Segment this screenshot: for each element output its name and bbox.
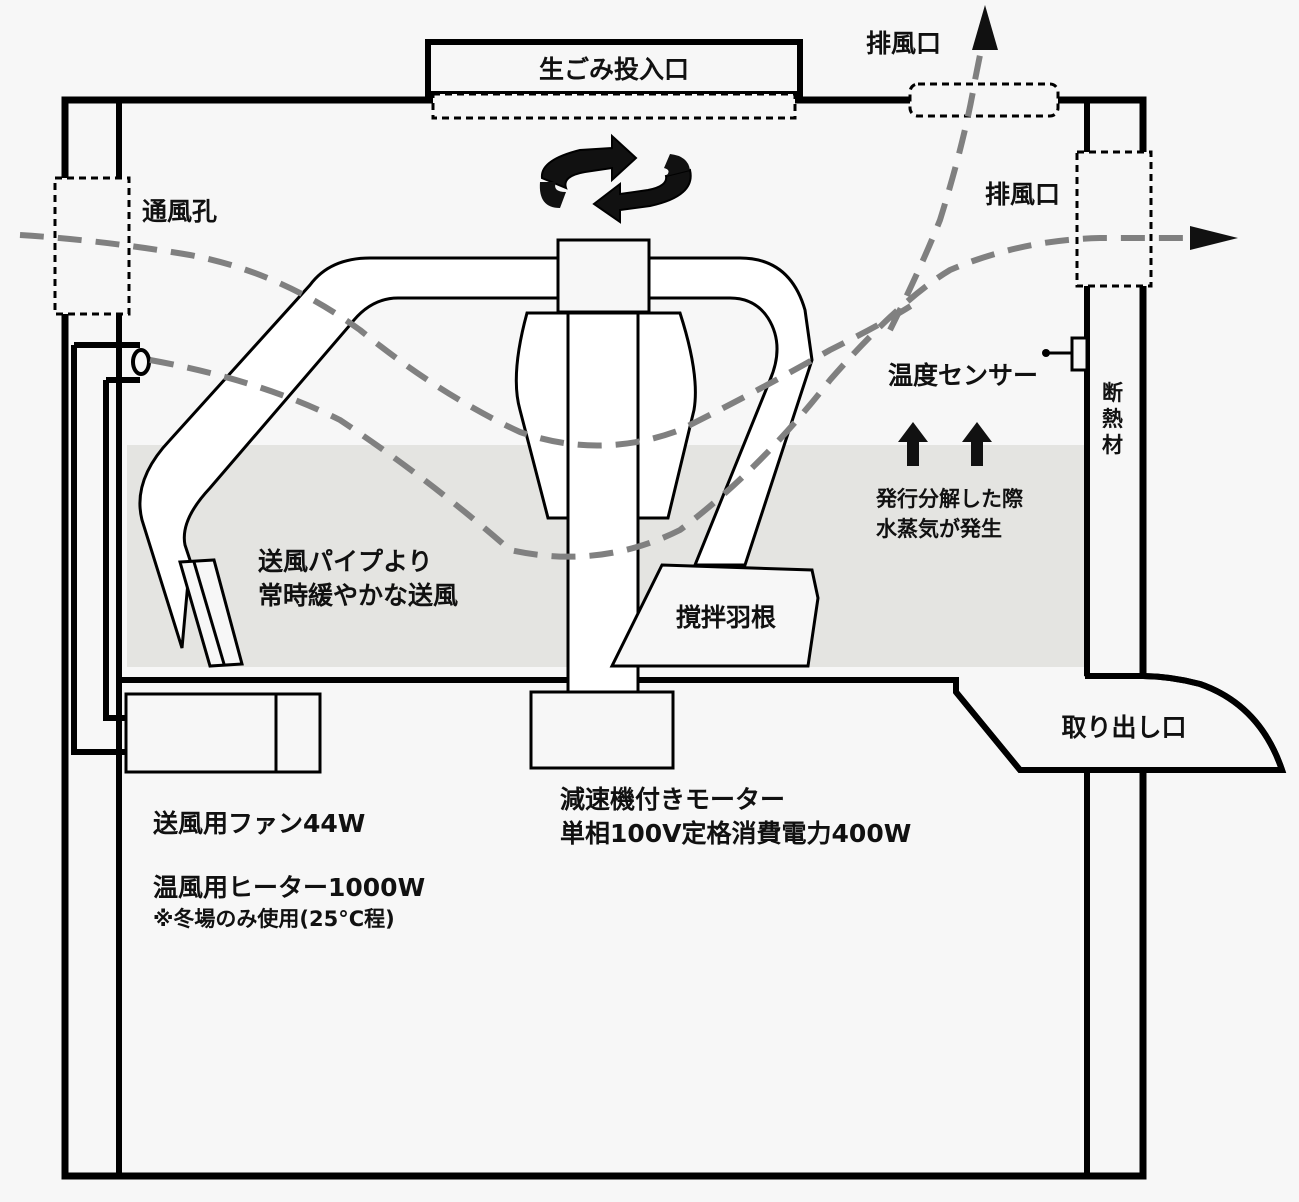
label-exhaust-side: 排風口 <box>985 180 1060 209</box>
label-heater: 温風用ヒーター1000W <box>153 873 425 902</box>
vapor-up-arrow-icon <box>898 422 992 466</box>
label-heater-note: ※冬場のみ使用(25°C程) <box>153 907 395 931</box>
duct-nozzle <box>131 348 151 376</box>
label-outlet: 取り出し口 <box>1061 713 1186 742</box>
label-insulation-3: 材 <box>1102 433 1123 457</box>
motor-box <box>529 690 675 770</box>
label-hopper: 生ごみ投入口 <box>539 55 689 84</box>
label-vapor-2: 水蒸気が発生 <box>876 517 1002 541</box>
label-motor-2: 単相100V定格消費電力400W <box>560 819 911 848</box>
label-fan: 送風用ファン44W <box>153 809 365 838</box>
exhaust-arrow-up-icon <box>972 5 998 50</box>
label-exhaust-top: 排風口 <box>866 29 941 58</box>
rotation-arrow-icon <box>539 133 692 224</box>
pipe-nozzle <box>178 558 244 668</box>
exhaust-arrow-right-icon <box>1190 226 1238 250</box>
label-vent-hole: 通風孔 <box>142 197 217 226</box>
label-insulation-1: 断 <box>1102 381 1123 405</box>
airflow-paths <box>19 54 1190 560</box>
exhaust-port-side <box>1075 150 1153 288</box>
vent-hole <box>53 176 131 316</box>
hopper <box>425 39 803 97</box>
shaft-hub <box>556 238 651 314</box>
exhaust-port-top <box>908 82 1060 118</box>
agitator-blade <box>609 563 820 668</box>
shaft <box>566 311 640 695</box>
label-motor-1: 減速機付きモーター <box>560 785 785 814</box>
label-blower-pipe-2: 常時緩やかな送風 <box>258 581 458 610</box>
hopper-opening <box>431 92 797 120</box>
fan-heater-unit <box>124 692 322 774</box>
label-agitator: 撹拌羽根 <box>676 603 776 632</box>
label-blower-pipe-1: 送風パイプより <box>258 547 433 576</box>
label-temp-sensor: 温度センサー <box>888 361 1038 390</box>
label-vapor-1: 発行分解した際 <box>875 487 1024 511</box>
temp-sensor <box>1070 336 1089 372</box>
label-insulation-2: 熱 <box>1102 407 1123 431</box>
